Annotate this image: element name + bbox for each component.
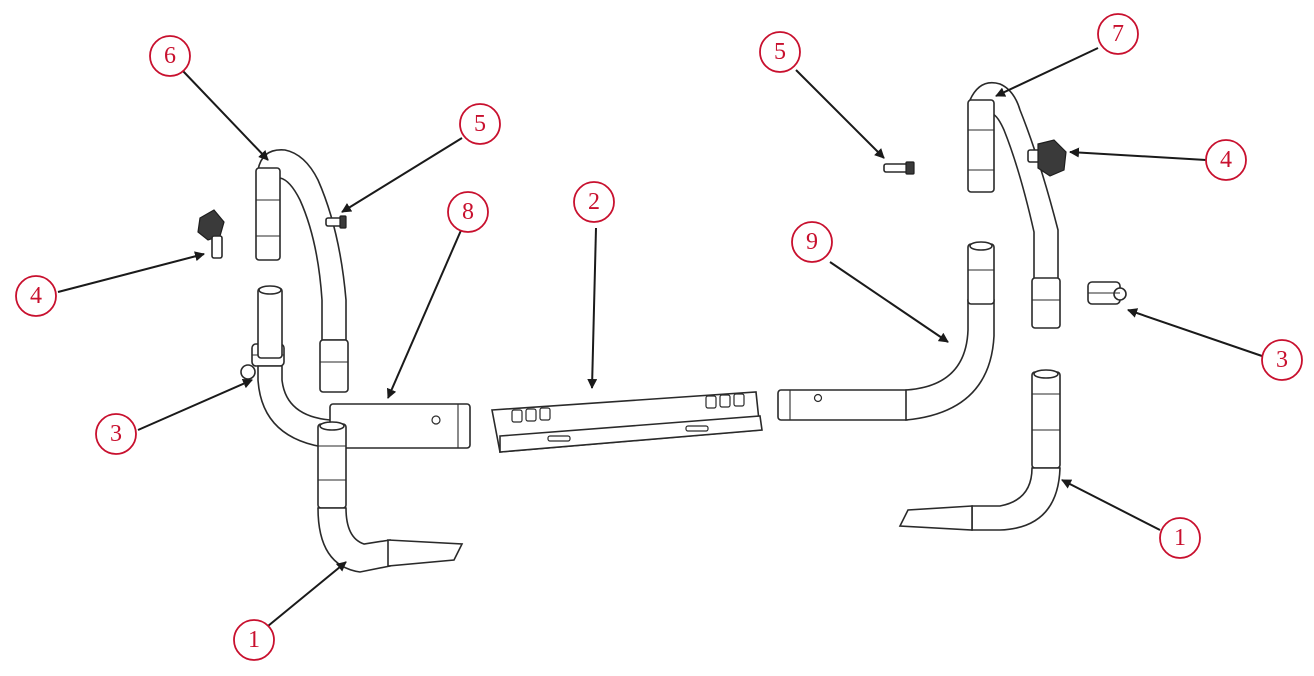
callout-9: 9 bbox=[791, 221, 833, 263]
part-1-foot-left bbox=[317, 421, 464, 573]
callout-label: 3 bbox=[1276, 347, 1288, 373]
callout-label: 5 bbox=[474, 111, 486, 137]
arrow-4-left bbox=[57, 251, 205, 293]
arrow-6 bbox=[181, 69, 269, 161]
callout-7: 7 bbox=[1097, 13, 1139, 55]
part-6-top-tube-left bbox=[255, 149, 349, 393]
part-3-clamp-right bbox=[1087, 281, 1127, 305]
arrow-3-left bbox=[137, 379, 253, 431]
callout-4-right: 4 bbox=[1205, 139, 1247, 181]
part-1-foot-right bbox=[898, 369, 1061, 531]
part-5-pin-right bbox=[883, 161, 915, 175]
callout-label: 2 bbox=[588, 189, 600, 215]
arrow-4-right bbox=[1069, 147, 1207, 161]
arrow-8 bbox=[387, 227, 463, 399]
part-4-knob-left bbox=[197, 209, 225, 259]
callout-3-right: 3 bbox=[1261, 339, 1303, 381]
part-9-l-tube-right bbox=[777, 241, 995, 421]
callout-label: 4 bbox=[1220, 147, 1232, 173]
leader-arrows bbox=[57, 47, 1263, 627]
callout-label: 1 bbox=[1174, 525, 1186, 551]
callout-label: 9 bbox=[806, 229, 818, 255]
part-8-horizontal-tube-left bbox=[329, 403, 471, 449]
callout-4-left: 4 bbox=[15, 275, 57, 317]
callout-label: 8 bbox=[462, 199, 474, 225]
callout-label: 1 bbox=[248, 627, 260, 653]
arrow-5-left bbox=[341, 137, 463, 213]
part-5-pin-left bbox=[325, 215, 347, 229]
arrow-7 bbox=[995, 47, 1099, 97]
callout-label: 3 bbox=[110, 421, 122, 447]
callout-5-right: 5 bbox=[759, 31, 801, 73]
part-2-center-plate bbox=[491, 391, 763, 453]
callout-6: 6 bbox=[149, 35, 191, 77]
callout-label: 5 bbox=[774, 39, 786, 65]
part-4-knob-right bbox=[1027, 139, 1067, 177]
arrow-2 bbox=[587, 227, 598, 389]
callout-2: 2 bbox=[573, 181, 615, 223]
callout-label: 7 bbox=[1112, 21, 1124, 47]
callout-3-left: 3 bbox=[95, 413, 137, 455]
arrow-1-right bbox=[1061, 479, 1161, 531]
callout-5-left: 5 bbox=[459, 103, 501, 145]
arrow-1-left bbox=[267, 561, 347, 627]
arrow-5-right bbox=[795, 69, 885, 159]
callout-label: 4 bbox=[30, 283, 42, 309]
callout-1-left: 1 bbox=[233, 619, 275, 661]
part-7-top-tube-right bbox=[967, 81, 1061, 329]
arrow-3-right bbox=[1127, 308, 1263, 357]
callout-label: 6 bbox=[164, 43, 176, 69]
callout-1-right: 1 bbox=[1159, 517, 1201, 559]
callout-8: 8 bbox=[447, 191, 489, 233]
arrow-9 bbox=[829, 261, 949, 343]
